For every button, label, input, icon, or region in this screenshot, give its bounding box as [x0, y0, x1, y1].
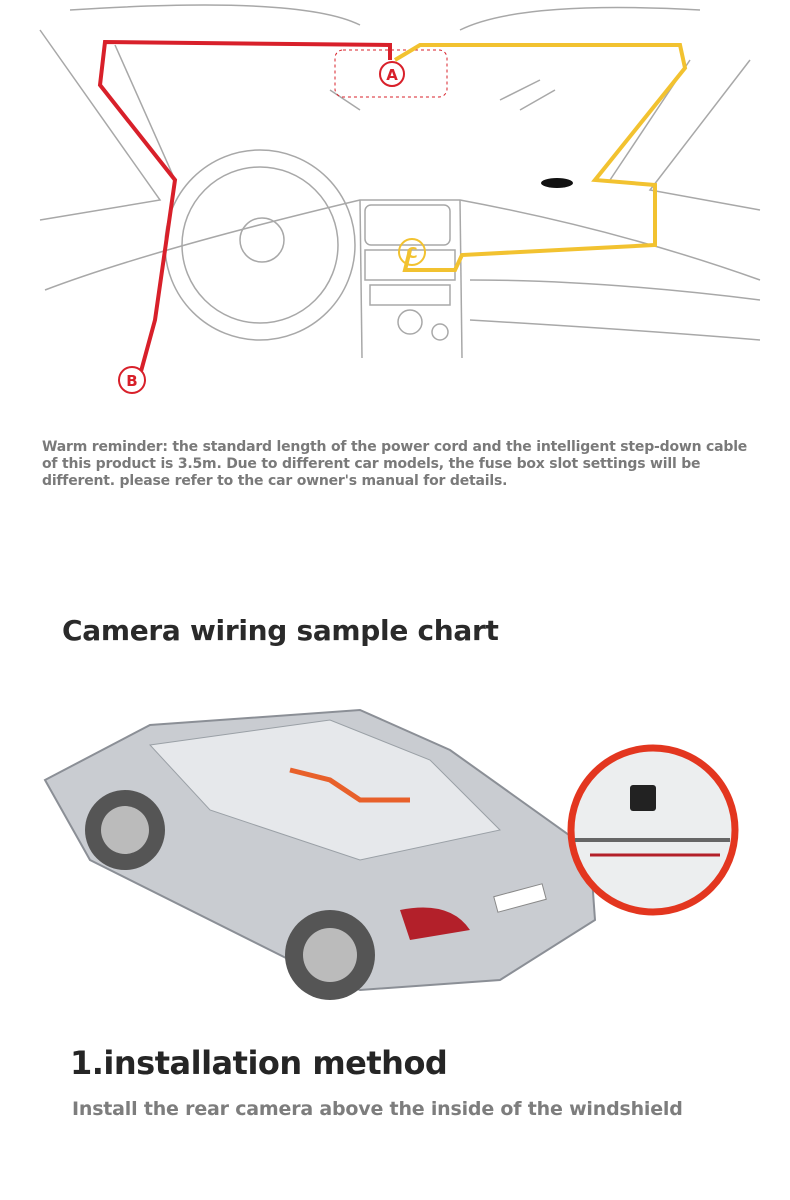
section-title: Camera wiring sample chart	[62, 614, 499, 647]
camera-mount	[541, 178, 573, 188]
marker-a: A	[379, 61, 405, 87]
marker-b: B	[118, 366, 146, 394]
svg-text:A: A	[386, 66, 398, 84]
dashboard-wiring-diagram: A B C	[39, 4, 761, 394]
svg-text:B: B	[126, 372, 137, 390]
power-cable-red	[97, 39, 392, 376]
rear-camera-closeup	[567, 744, 739, 916]
license-plate	[493, 883, 547, 913]
installation-title: 1.installation method	[70, 1044, 448, 1082]
svg-text:C: C	[406, 244, 417, 262]
car-cabin	[148, 719, 502, 861]
camera-cable-route	[289, 767, 410, 803]
marker-c: C	[398, 238, 426, 266]
warm-reminder-text: Warm reminder: the standard length of th…	[42, 439, 748, 489]
rear-camera-icon	[630, 785, 656, 811]
car-cutaway-illustration	[43, 708, 739, 1000]
installation-description: Install the rear camera above the inside…	[72, 1098, 683, 1120]
tail-light	[400, 907, 470, 940]
stepdown-cable-yellow	[393, 43, 688, 272]
car-interior-line-art	[39, 4, 761, 359]
